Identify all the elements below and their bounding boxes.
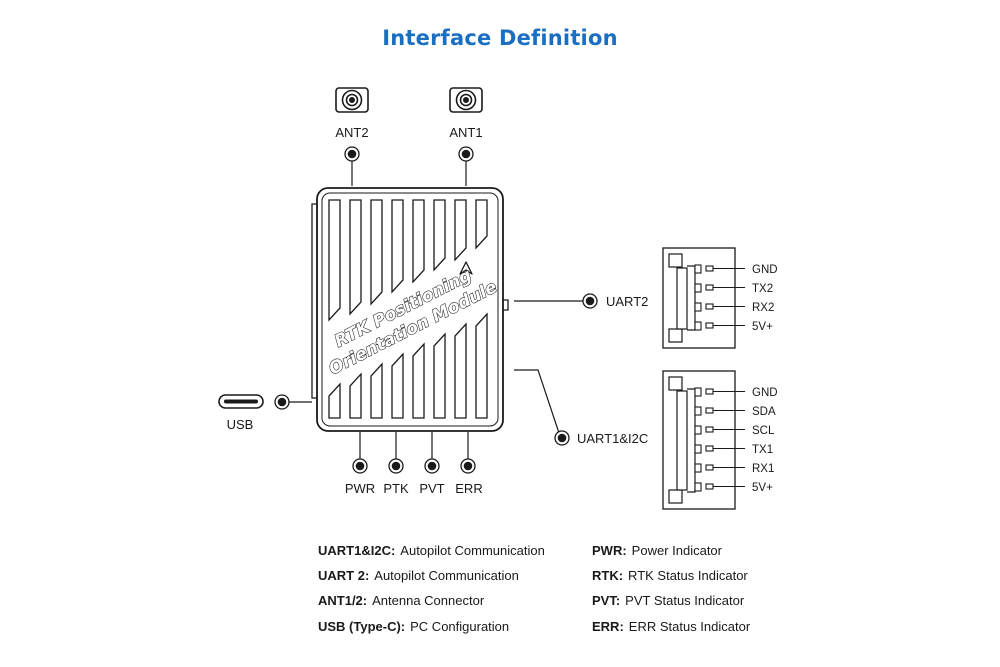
- pwr-label: PWR: [345, 481, 375, 496]
- ant2-connector-icon: [335, 87, 369, 113]
- legend-key: PVT:: [592, 593, 621, 608]
- uart2-connector: [662, 247, 745, 349]
- uart2-pin-5v: 5V+: [752, 321, 773, 333]
- ptk-led-icon: [388, 458, 404, 474]
- uart1-pin-tx1: TX1: [752, 444, 773, 456]
- legend-value: Antenna Connector: [372, 593, 485, 608]
- legend-value: PVT Status Indicator: [625, 593, 745, 608]
- legend-value: PC Configuration: [410, 619, 510, 634]
- ant2-marker-icon: [344, 146, 360, 162]
- legend-key: USB (Type-C):: [318, 619, 406, 634]
- uart2-label: UART2: [606, 294, 648, 309]
- uart1-i2c-label: UART1&I2C: [577, 431, 648, 446]
- legend-key: ERR:: [592, 619, 624, 634]
- legend-value: ERR Status Indicator: [628, 619, 751, 634]
- legend-row: UART1&I2C: Autopilot Communication: [318, 543, 545, 558]
- uart2-marker-icon: [582, 293, 598, 309]
- arrow-logo-icon: [459, 261, 473, 275]
- legend-value: Autopilot Communication: [400, 543, 545, 558]
- legend-row: PWR: Power Indicator: [592, 543, 722, 558]
- uart1-pin-sda: SDA: [752, 406, 776, 418]
- legend-value: Autopilot Communication: [374, 568, 519, 583]
- err-led-icon: [460, 458, 476, 474]
- err-label: ERR: [455, 481, 482, 496]
- usb-c-port-icon: [218, 394, 264, 409]
- diagram-title: Interface Definition: [382, 26, 618, 50]
- legend-row: UART 2: Autopilot Communication: [318, 568, 519, 583]
- uart1-i2c-marker-icon: [554, 430, 570, 446]
- pvt-led-icon: [424, 458, 440, 474]
- ant1-connector-icon: [449, 87, 483, 113]
- legend-key: RTK:: [592, 568, 624, 583]
- uart1-pin-scl: SCL: [752, 425, 775, 437]
- uart2-pin-rx2: RX2: [752, 302, 774, 314]
- ant1-label: ANT1: [449, 125, 482, 140]
- usb-label: USB: [227, 417, 254, 432]
- uart2-pin-tx2: TX2: [752, 283, 773, 295]
- legend-key: ANT1/2:: [318, 593, 368, 608]
- ant1-marker-icon: [458, 146, 474, 162]
- module-body: RTK Positioning Orientation Module: [311, 187, 509, 432]
- legend-row: ERR: ERR Status Indicator: [592, 619, 750, 634]
- pvt-label: PVT: [419, 481, 444, 496]
- pwr-led-icon: [352, 458, 368, 474]
- legend-key: UART1&I2C:: [318, 543, 396, 558]
- legend-value: RTK Status Indicator: [628, 568, 748, 583]
- uart1-i2c-connector: [662, 370, 745, 510]
- ptk-label: PTK: [383, 481, 409, 496]
- uart1-pin-5v: 5V+: [752, 482, 773, 494]
- legend-row: USB (Type-C): PC Configuration: [318, 619, 509, 634]
- interface-diagram: ANT2 ANT1: [218, 87, 778, 510]
- ant2-label: ANT2: [335, 125, 368, 140]
- legend-row: RTK: RTK Status Indicator: [592, 568, 748, 583]
- legend-key: PWR:: [592, 543, 627, 558]
- legend-row: PVT: PVT Status Indicator: [592, 593, 744, 608]
- legend-row: ANT1/2: Antenna Connector: [318, 593, 484, 608]
- usb-marker-icon: [274, 394, 290, 410]
- uart1-pin-rx1: RX1: [752, 463, 774, 475]
- uart2-pin-gnd: GND: [752, 264, 778, 276]
- legend-key: UART 2:: [318, 568, 370, 583]
- legend-value: Power Indicator: [631, 543, 722, 558]
- uart1-pin-gnd: GND: [752, 387, 778, 399]
